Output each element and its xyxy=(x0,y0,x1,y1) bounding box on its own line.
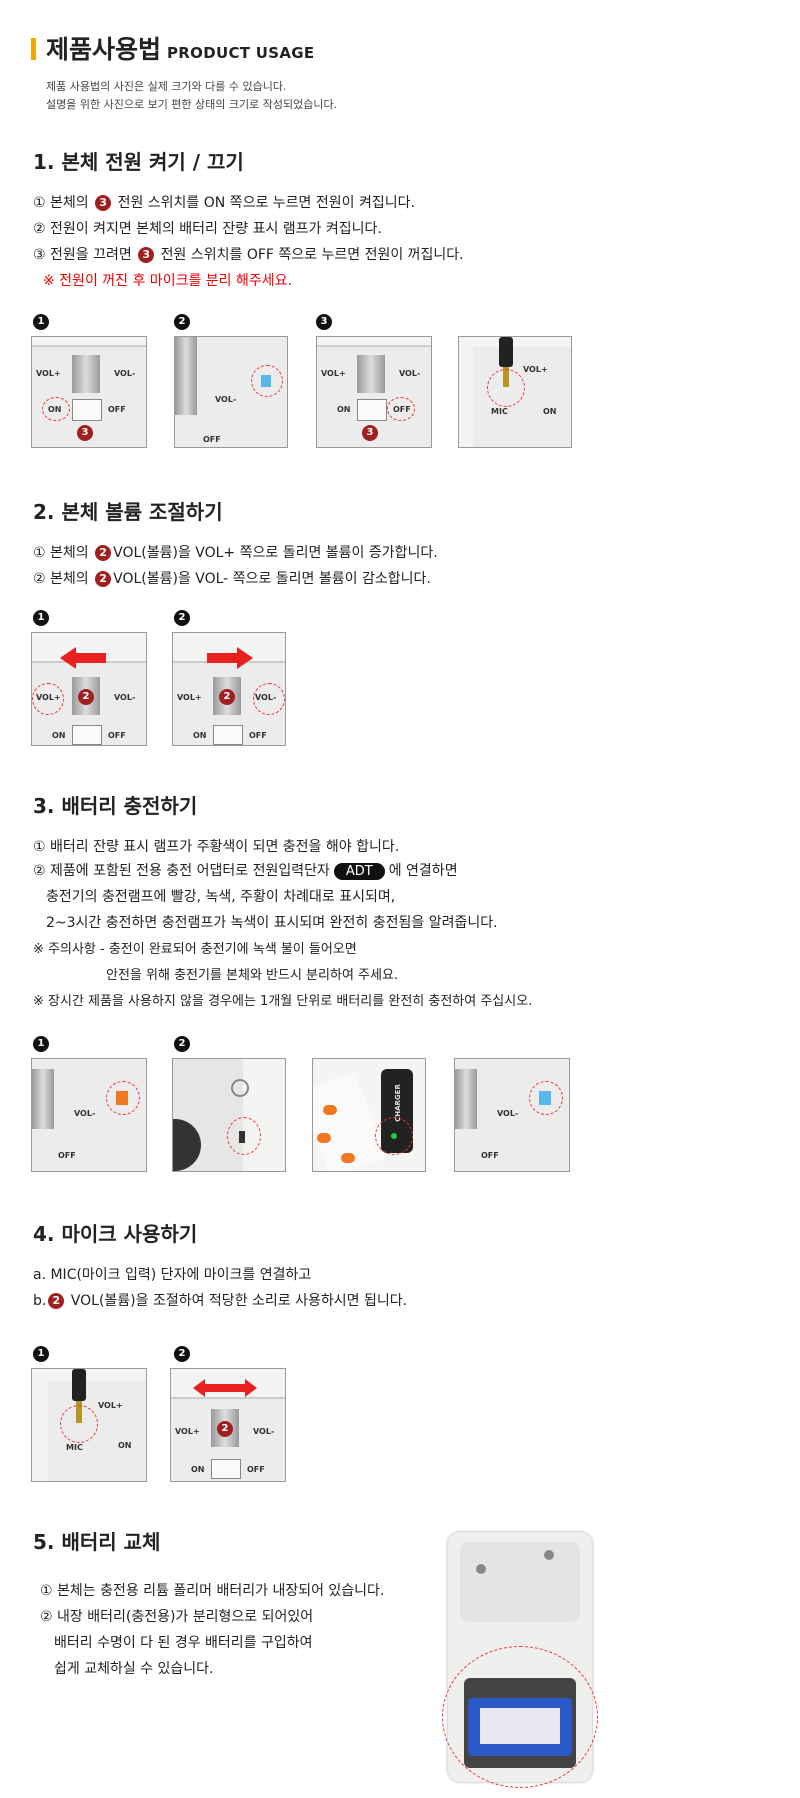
step-num-2: 2 xyxy=(174,314,190,330)
s3-step-num-2: 2 xyxy=(174,1036,190,1052)
section-2-title: 2. 본체 볼륨 조절하기 xyxy=(33,500,223,524)
adt-terminal-badge: ADT xyxy=(333,863,385,880)
s1-line-1: ① 본체의 3 전원 스위치를 ON 쪽으로 누르면 전원이 켜집니다. xyxy=(33,195,415,211)
s2-photo-1: 2 VOL+ VOL- ON OFF xyxy=(31,632,147,746)
s3-line-5: ※ 주의사항 - 충전이 완료되어 충전기에 녹색 불이 들어오면 xyxy=(33,942,357,957)
s5-line-2: ② 내장 배터리(충전용)가 분리형으로 되어있어 xyxy=(40,1609,314,1625)
s3-step-num-1: 1 xyxy=(33,1036,49,1052)
s3-photo-3: CHARGER xyxy=(312,1058,426,1172)
s1-line-3: ③ 전원을 끄려면 3 전원 스위치를 OFF 쪽으로 누르면 전원이 꺼집니다… xyxy=(33,247,464,263)
s4-line-1: a. MIC(마이크 입력) 단자에 마이크를 연결하고 xyxy=(33,1267,312,1283)
s2-photo-2: 2 VOL+ VOL- ON OFF xyxy=(172,632,286,746)
s3-photo-4: VOL- OFF xyxy=(454,1058,570,1172)
s4-badge: 2 xyxy=(48,1293,65,1309)
s1-line-2: ② 전원이 켜지면 본체의 배터리 잔량 표시 램프가 켜집니다. xyxy=(33,221,382,237)
s2-step-num-2: 2 xyxy=(174,610,190,626)
s4-line-2: b.2 VOL(볼륨)을 조절하여 적당한 소리로 사용하시면 됩니다. xyxy=(33,1293,408,1309)
s3-photo-1: VOL- OFF xyxy=(31,1058,147,1172)
s3-line-4: 2~3시간 충전하면 충전램프가 녹색이 표시되며 완전히 충전됨을 알려줍니다… xyxy=(46,915,498,931)
s2-step-num-1: 1 xyxy=(33,610,49,626)
s1-photo-1: VOL+ VOL- ON OFF 3 xyxy=(31,336,147,448)
header-accent-bar xyxy=(31,38,36,60)
s1-photo-3: VOL+ VOL- ON OFF 3 xyxy=(316,336,432,448)
s1-photo-2: VOL- OFF xyxy=(174,336,288,448)
battery-compartment-photo xyxy=(440,1528,600,1790)
s3-line-7: ※ 장시간 제품을 사용하지 않을 경우에는 1개월 단위로 배터리를 완전히 … xyxy=(33,994,533,1009)
s4-photo-2: 2 VOL+ VOL- ON OFF xyxy=(170,1368,286,1482)
section-1-title: 1. 본체 전원 켜기 / 끄기 xyxy=(33,150,244,174)
s3-photo-2 xyxy=(172,1058,286,1172)
s5-line-3: 배터리 수명이 다 된 경우 배터리를 구입하여 xyxy=(54,1635,313,1651)
step-num-3: 3 xyxy=(316,314,332,330)
s4-step-num-2: 2 xyxy=(174,1346,190,1362)
step-num-1: 1 xyxy=(33,314,49,330)
page-subtitle: PRODUCT USAGE xyxy=(167,44,315,62)
section-4-title: 4. 마이크 사용하기 xyxy=(33,1222,198,1246)
s5-line-4: 쉽게 교체하실 수 있습니다. xyxy=(54,1661,214,1677)
s1-badge-1: 3 xyxy=(95,195,112,211)
s1-warning: ※ 전원이 꺼진 후 마이크를 분리 해주세요. xyxy=(43,273,292,289)
s4-step-num-1: 1 xyxy=(33,1346,49,1362)
s4-photo-1: VOL+ MIC ON xyxy=(31,1368,147,1482)
s2-badge-2: 2 xyxy=(95,571,112,587)
note-1: 제품 사용법의 사진은 실제 크기와 다를 수 있습니다. xyxy=(46,80,287,93)
s5-line-1: ① 본체는 충전용 리튬 폴리머 배터리가 내장되어 있습니다. xyxy=(40,1583,385,1599)
s1-badge-2: 3 xyxy=(138,247,155,263)
section-3-title: 3. 배터리 충전하기 xyxy=(33,794,198,818)
s3-line-1: ① 배터리 잔량 표시 램프가 주황색이 되면 충전을 해야 합니다. xyxy=(33,839,400,855)
s3-line-6: 안전을 위해 충전기를 본체와 반드시 분리하여 주세요. xyxy=(106,968,399,983)
s3-line-3: 충전기의 충전램프에 빨강, 녹색, 주황이 차례대로 표시되며, xyxy=(46,889,396,905)
note-2: 설명을 위한 사진으로 보기 편한 상태의 크기로 작성되었습니다. xyxy=(46,98,338,111)
section-5-title: 5. 배터리 교체 xyxy=(33,1530,161,1554)
s1-photo-4: VOL+ MIC ON xyxy=(458,336,572,448)
s2-badge-1: 2 xyxy=(95,545,112,561)
